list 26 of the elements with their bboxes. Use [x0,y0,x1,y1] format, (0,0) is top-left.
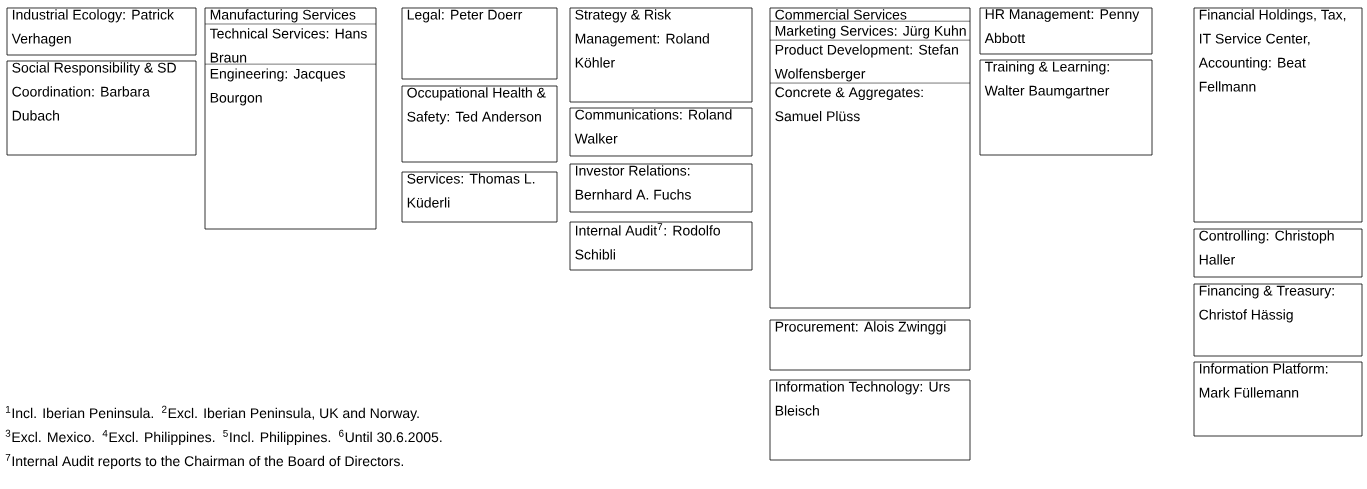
org-box: Social Responsibility & SD Coordination: Barbara Dubach [6,60,197,156]
footnote: $^{2}$Excl. Iberian Peninsula, UK and Norway. [162,405,419,421]
org-box: Financing & Treasury: Christof Hässig [1193,283,1363,357]
org-box: Controlling: Christoph Haller [1193,228,1363,278]
department-box: Commercial Services Marketing Services: Jürg Kuhn Product Development: Stefan Wolfensberger Concrete & Aggregates: Samuel Plüss [769,7,971,309]
org-box: Services: Thomas L. Küderli [401,171,558,223]
org-box: Procurement: Alois Zwinggi [769,319,971,371]
org-box: Financial Holdings, Tax, IT Service Center, Accounting: Beat Fellmann [1193,7,1363,223]
org-box: Strategy & Risk Management: Roland Köhler [569,7,753,103]
footnote: $^{3}$Excl. Mexico. [5,429,94,443]
org-box: Information Technology: Urs Bleisch [769,379,971,461]
org-box: Legal: Peter Doerr [401,7,558,80]
org-box: HR Management: Penny Abbott [979,7,1153,55]
footnote: $^{1}$Incl. Iberian Peninsula. [6,405,153,419]
org-box: Training & Learning: Walter Baumgartner [979,59,1153,156]
org-box: Information Platform: Mark Füllemann [1193,361,1363,437]
footnote: $^{6}$Until 30.6.2005. [339,429,442,443]
department-box: Manufacturing Services Technical Services: Hans Braun Engineering: Jacques Bourgon [204,7,377,230]
org-box: Investor Relations: Bernhard A. Fuchs [569,163,753,213]
footnote: $^{5}$Incl. Philippines. [223,429,331,445]
org-box: Occupational Health & Safety: Ted Anderson [401,85,558,163]
footnote: $^{7}$Internal Audit reports to the Chairman of the Board of Directors. [5,453,404,469]
org-box: Industrial Ecology: Patrick Verhagen [6,7,197,56]
org-box: Internal Audit$^{7}$: Rodolfo Schibli [569,221,753,271]
org-box: Communications: Roland Walker [569,107,753,157]
footnote: $^{4}$Excl. Philippines. [102,429,215,445]
